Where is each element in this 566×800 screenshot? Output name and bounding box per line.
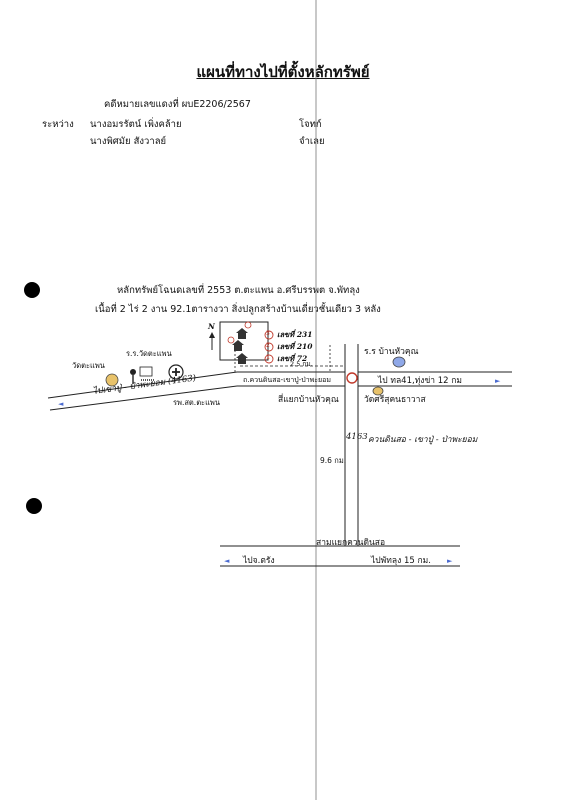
punch-hole-bottom: [26, 498, 42, 514]
punch-hole-top: [24, 282, 40, 298]
house-1-marker: [264, 354, 274, 364]
arrow-left-icon-bottom: ◄: [224, 557, 230, 565]
school-icon-left: [130, 366, 154, 384]
route-name-label: ควนดินสอ - เขาปู่ - ป่าพะยอม: [368, 435, 478, 445]
house-icon-3: [236, 328, 248, 339]
property-line-1: หลักทรัพย์โฉนดเลขที่ 2553 ต.ตะแพน อ.ศรีบ…: [117, 285, 360, 296]
left-road-bottom-edge: [49, 385, 238, 411]
house-icon-2: [232, 340, 244, 351]
temple-icon: [105, 373, 119, 387]
distance-south-label: 9.6 กม.: [320, 456, 347, 465]
school-ban-hua-khun-label: ร.ร บ้านหัวคุณ: [364, 347, 419, 357]
defendant-name: นางพิศมัย สังวาลย์: [90, 136, 167, 147]
house-marker-circle: [244, 321, 252, 329]
arrow-right-icon: ►: [495, 377, 501, 385]
between-label: ระหว่าง: [42, 119, 74, 130]
house-3-marker: [264, 330, 274, 340]
plaintiff-role: โจทก์: [299, 119, 322, 130]
to-trang-label: ไปจ.ตรัง: [243, 556, 275, 566]
left-road-top-edge: [47, 371, 238, 399]
north-label: N: [208, 322, 215, 331]
property-plot: [219, 321, 269, 361]
plaintiff-name: นางอมรรัตน์ เพิ่งคล้าย: [90, 119, 182, 130]
school-icon-right: [392, 356, 406, 368]
house-marker-circle: [227, 336, 235, 344]
wat-srisukaram-label: วัดศรีสุคนธาวาส: [364, 395, 426, 405]
property-line-2: เนื้อที่ 2 ไร่ 2 งาน 92.1ตารางวา สิ่งปลู…: [95, 304, 381, 315]
defendant-role: จำเลย: [299, 136, 325, 147]
hospital-label: รพ.สต.ตะแพน: [173, 398, 220, 407]
house-2-number: 2: [266, 342, 270, 349]
distance-small-label: 2.5 กม.: [290, 360, 313, 368]
north-arrowhead-icon: [209, 332, 215, 338]
to-hwy41-label: ไป ทล41,ทุ่งข่า 12 กม: [378, 376, 463, 386]
house-1-number: 1: [266, 354, 270, 361]
junction-khuan-din-so-label: สามแยกควนดินสอ: [316, 538, 386, 548]
school-wat-taphaen-label: ร.ร.วัดตะแพน: [126, 349, 172, 358]
junction-ban-hua-khun-label: สี่แยกบ้านหัวคุณ: [278, 395, 339, 405]
temple-icon-right: [372, 386, 384, 396]
house-2-label: เลขที่ 210: [277, 342, 313, 351]
case-number: คดีหมายเลขแดงที่ ผบE2206/2567: [104, 99, 251, 110]
road-khuan-din-so-label: ถ.ควนดินสอ-เขาปู่-ป่าพะยอม: [243, 376, 331, 384]
page-title: แผนที่ทางไปที่ตั้งหลักทรัพย์: [196, 63, 370, 81]
house-2-marker: [264, 342, 274, 352]
house-1-label: เลขที่ 72: [277, 354, 308, 363]
wat-taphaen-label: วัดตะแพน: [72, 361, 105, 370]
house-3-label: เลขที่ 231: [277, 330, 313, 339]
route-number-label: 4163: [346, 432, 368, 442]
house-3-number: 3: [266, 330, 270, 337]
junction-marker: [346, 372, 358, 384]
arrow-left-icon: ◄: [58, 400, 64, 408]
to-phatthalung-label: ไปพัทลุง 15 กม.: [371, 556, 431, 566]
house-icon-1: [236, 353, 248, 364]
arrow-right-icon-bottom: ►: [447, 557, 453, 565]
